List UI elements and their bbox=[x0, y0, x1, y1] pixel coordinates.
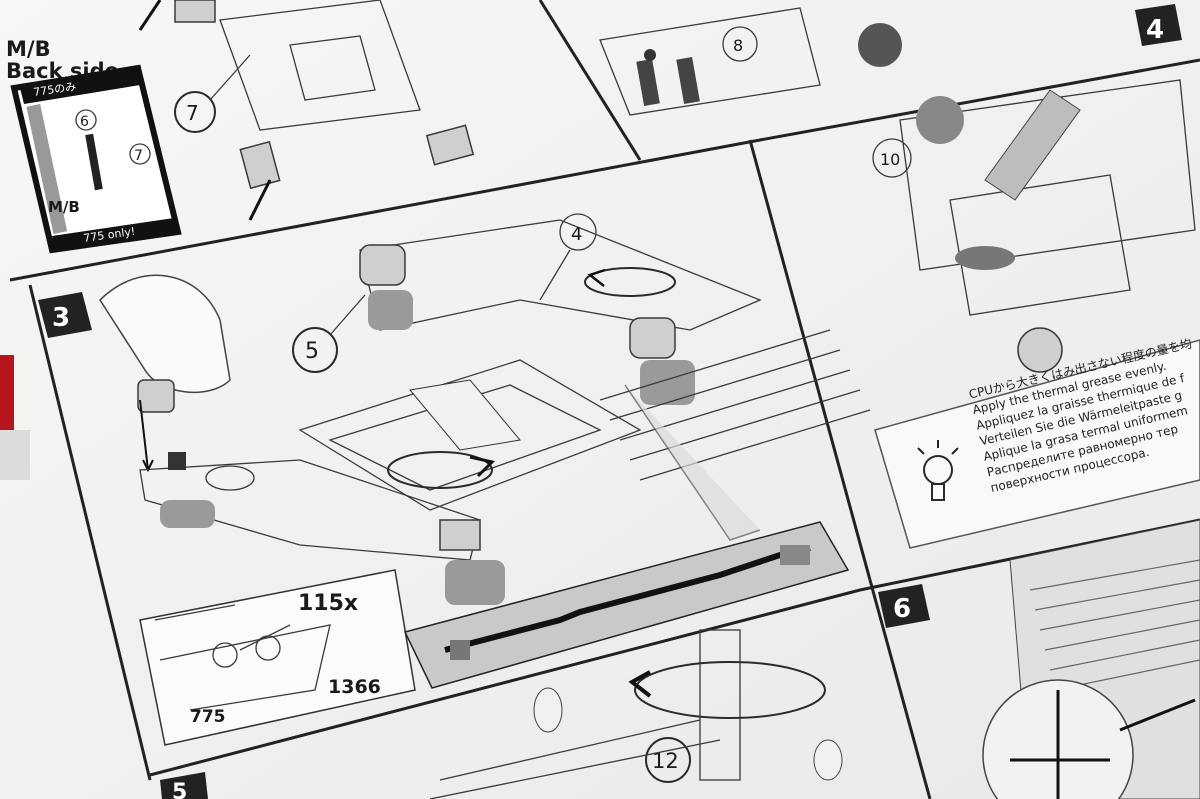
step5-number: 5 bbox=[172, 780, 187, 799]
backside-mb-label: M/B bbox=[48, 198, 80, 216]
backside-title-1: M/B bbox=[6, 37, 51, 61]
red-object bbox=[0, 355, 14, 435]
step6-panel: 6 bbox=[878, 519, 1200, 799]
rotate-arrow-large-icon bbox=[628, 661, 826, 719]
rotate-arrow-icon bbox=[387, 451, 495, 489]
top-center-panel: 8 bbox=[599, 7, 902, 116]
inset-label-115x: 115x bbox=[298, 591, 358, 616]
panel-dividers bbox=[9, 0, 1200, 799]
step5-panel: 5 12 bbox=[160, 629, 843, 799]
inset-label-775: 775 bbox=[190, 707, 226, 727]
step3-panel: 3 5 4 bbox=[38, 213, 871, 746]
step4-number: 4 bbox=[1146, 15, 1164, 45]
step6-number: 6 bbox=[893, 594, 911, 624]
backside-top-banner: 775のみ bbox=[33, 80, 77, 99]
callout-10: 10 bbox=[880, 150, 900, 169]
callout-7-inner: 7 bbox=[134, 148, 143, 164]
callout-4: 4 bbox=[571, 224, 582, 245]
lightbulb-icon bbox=[917, 440, 959, 501]
callout-6-inner: 6 bbox=[80, 114, 89, 130]
callout-5: 5 bbox=[305, 339, 319, 364]
callout-8: 8 bbox=[733, 36, 743, 55]
backside-panel: M/B Back side 775のみ 775 only! 6 7 M/B 7 bbox=[6, 0, 475, 254]
callout-7: 7 bbox=[186, 101, 199, 125]
inset-label-1366: 1366 bbox=[328, 676, 381, 698]
rotate-arrow-small-icon bbox=[584, 267, 676, 297]
step3-number: 3 bbox=[52, 303, 70, 333]
